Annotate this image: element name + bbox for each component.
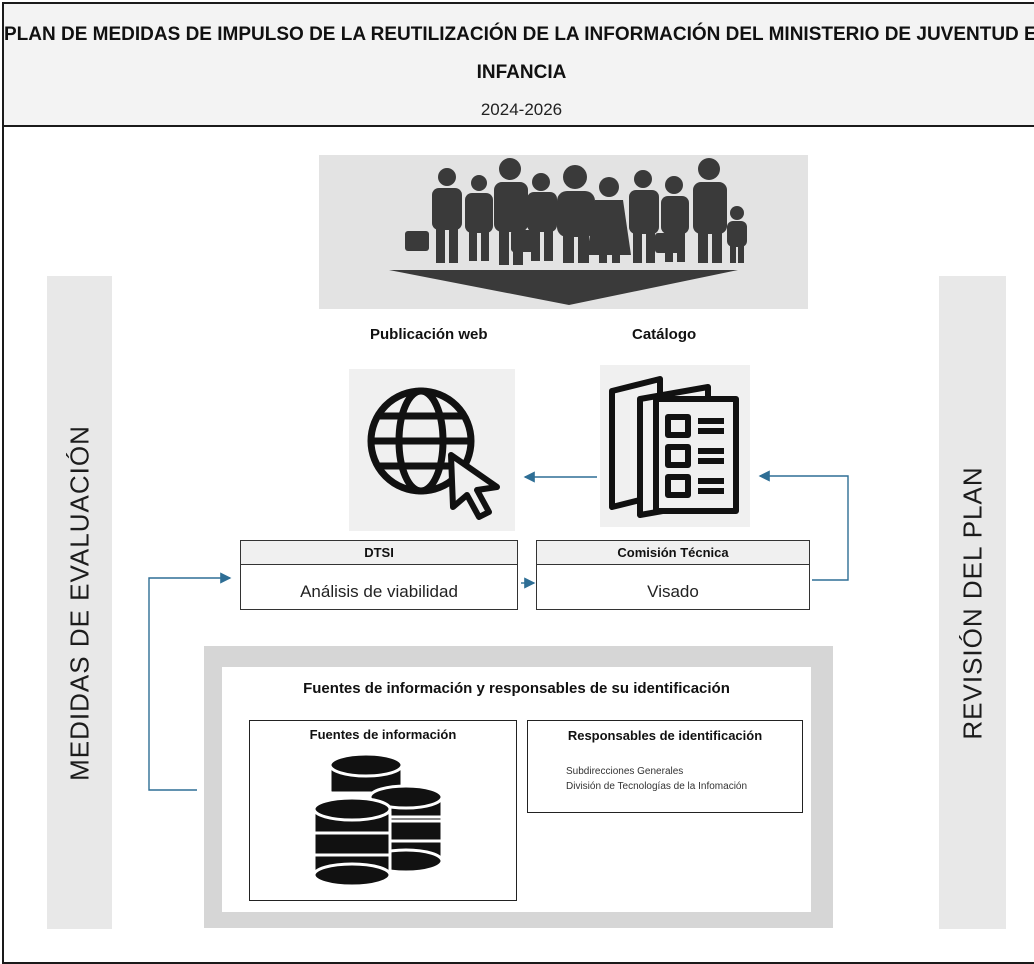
web-icon-panel: [349, 369, 515, 531]
globe-cursor-icon: [367, 387, 500, 520]
sources-box: Fuentes de información: [249, 720, 517, 901]
responsables-box: Responsables de identificación Subdirecc…: [527, 720, 803, 813]
catalog-brochure-icon: [609, 376, 739, 518]
header-title-line2: INFANCIA: [476, 62, 567, 83]
comision-body: Visado: [647, 582, 699, 601]
responsables-heading: Responsables de identificación: [567, 728, 763, 743]
sources-title: Fuentes de información y responsables de…: [303, 680, 730, 697]
database-icon: [312, 752, 444, 888]
dtsi-body: Análisis de viabilidad: [300, 582, 458, 601]
dtsi-title: DTSI: [241, 541, 517, 565]
comision-title: Comisión Técnica: [537, 541, 809, 565]
sources-heading: Fuentes de información: [309, 727, 457, 742]
responsables-item: Subdirecciones Generales: [566, 766, 684, 777]
responsables-item: División de Tecnologías de la Infomación: [566, 781, 748, 792]
people-group-icon: [389, 158, 747, 305]
diagram-header: PLAN DE MEDIDAS DE IMPULSO DE LA REUTILI…: [4, 4, 1034, 127]
web-caption: Publicación web: [370, 326, 488, 343]
catalog-caption: Catálogo: [632, 326, 697, 343]
left-side-panel: MEDIDAS DE EVALUACIÓN: [47, 276, 112, 929]
people-group-panel: [319, 155, 808, 309]
left-side-label: MEDIDAS DE EVALUACIÓN: [64, 424, 94, 781]
header-title-line1: PLAN DE MEDIDAS DE IMPULSO DE LA REUTILI…: [4, 24, 1034, 45]
right-side-label: REVISIÓN DEL PLAN: [957, 465, 987, 740]
dtsi-box: DTSI Análisis de viabilidad: [240, 540, 518, 610]
catalog-icon-panel: [600, 365, 750, 527]
comision-box: Comisión Técnica Visado: [536, 540, 810, 610]
header-years: 2024-2026: [480, 100, 563, 119]
right-side-panel: REVISIÓN DEL PLAN: [939, 276, 1006, 929]
